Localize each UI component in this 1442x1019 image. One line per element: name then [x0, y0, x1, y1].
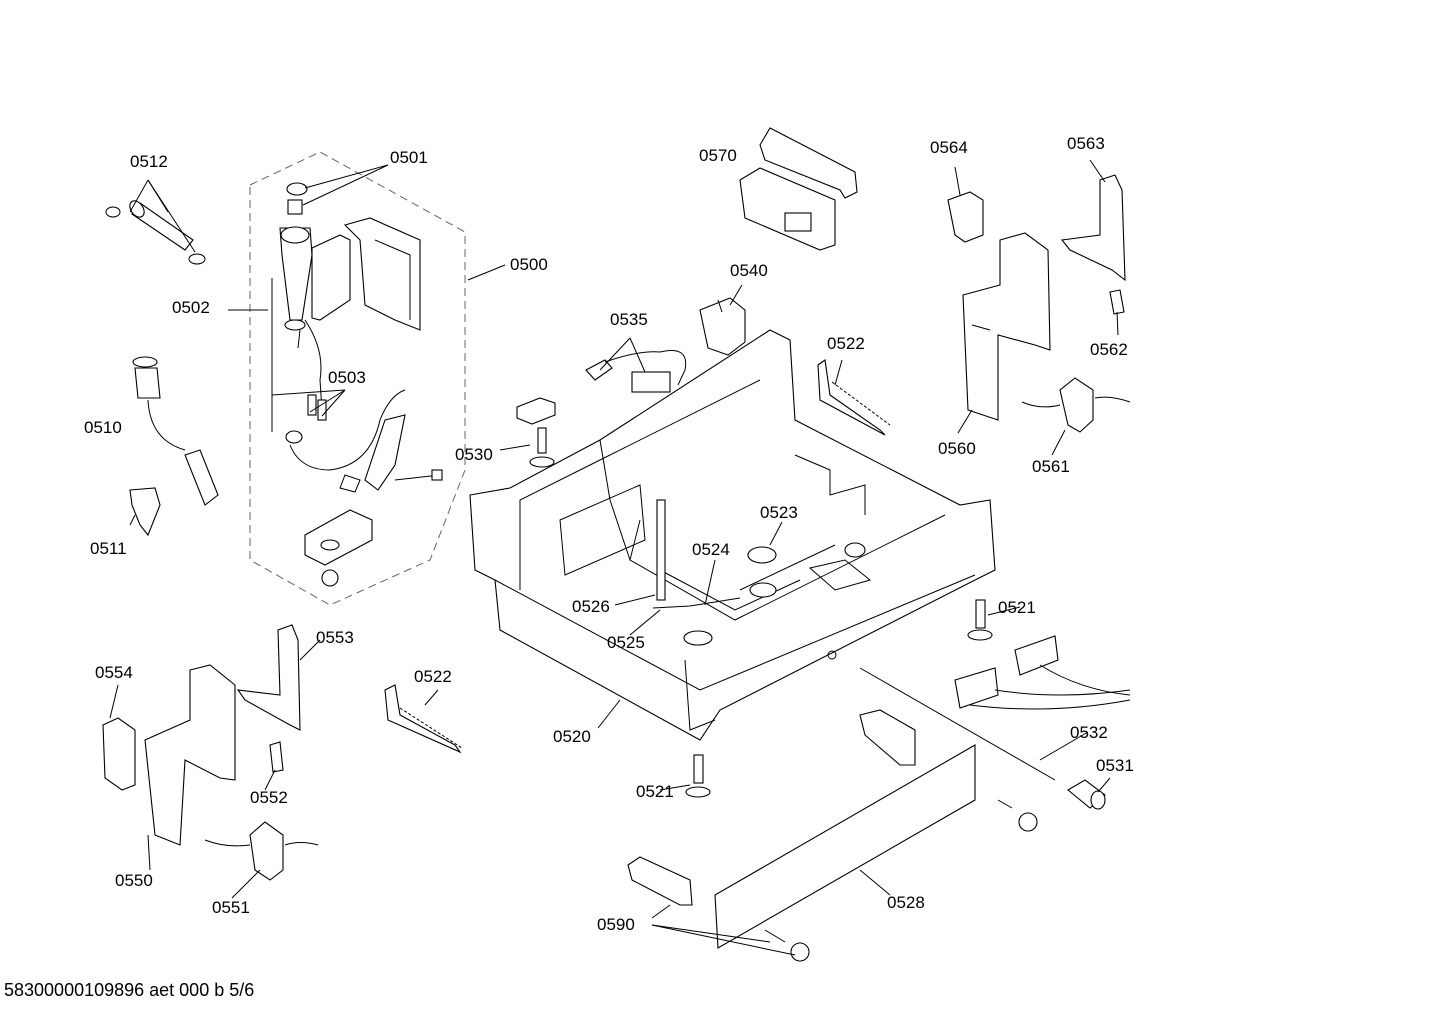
panel-bracket: [859, 709, 916, 766]
callout-0570: 0570: [699, 146, 737, 165]
drain-hose-section: [289, 389, 443, 493]
bracket-0554: [102, 717, 136, 791]
callout-0590: 0590: [597, 915, 635, 934]
bracket-0564: [947, 191, 984, 243]
screw-cap-bottom: [764, 929, 810, 962]
bracket-0563: [1060, 174, 1126, 282]
bracket-0590: [627, 856, 693, 906]
knob-0531: [1067, 779, 1106, 810]
spring-0522-top: [817, 359, 891, 436]
callout-0521-right: 0521: [998, 598, 1036, 617]
callout-0503: 0503: [328, 368, 366, 387]
harness-0535: [585, 350, 687, 393]
clip-0552: [269, 741, 284, 773]
callout-0522-top: 0522: [827, 334, 865, 353]
callout-0554: 0554: [95, 663, 133, 682]
callout-0526: 0526: [572, 597, 610, 616]
callout-0502: 0502: [172, 298, 210, 317]
callout-0540: 0540: [730, 261, 768, 280]
document-footer-code: 58300000109896 aet 000 b 5/6: [4, 980, 255, 1000]
callout-0528: 0528: [887, 893, 925, 912]
callout-0552: 0552: [250, 788, 288, 807]
bracket-0550: [144, 664, 236, 846]
front-panel-0528: [714, 744, 976, 949]
callout-0560: 0560: [938, 439, 976, 458]
callout-0521-bottom: 0521: [636, 782, 674, 801]
callout-0500: 0500: [510, 255, 548, 274]
screw-cap-right: [997, 799, 1038, 832]
callout-0525: 0525: [607, 633, 645, 652]
screw-0521-bottom: [685, 754, 711, 798]
rod-0532: [859, 667, 1056, 781]
callout-0563: 0563: [1067, 134, 1105, 153]
hose-0512: [105, 200, 206, 265]
callout-0520: 0520: [553, 727, 591, 746]
callout-0535: 0535: [610, 310, 648, 329]
clip-0562: [1109, 289, 1125, 315]
callout-0523: 0523: [760, 503, 798, 522]
leader-lines: [109, 159, 1119, 956]
callout-0512: 0512: [130, 152, 168, 171]
control-module-0570: [739, 127, 858, 251]
callout-0524: 0524: [692, 540, 730, 559]
bracket-0553: [236, 624, 301, 731]
callout-0530: 0530: [455, 445, 493, 464]
callout-0561: 0561: [1032, 457, 1070, 476]
callout-0562: 0562: [1090, 340, 1128, 359]
pump-assembly-0502: [279, 182, 421, 444]
switch-0530: [516, 397, 556, 468]
motor-0561: [1021, 377, 1131, 433]
spring-0522-bottom: [384, 684, 463, 754]
callout-0550: 0550: [115, 871, 153, 890]
callout-labels: 0512 0501 0500 0502 0503 0510 0511 0570 …: [84, 134, 1134, 934]
clip-0511: [129, 487, 161, 537]
sensor-0540: [699, 297, 746, 356]
base-tub-0520: [469, 329, 996, 741]
assembly-group-outline: [249, 151, 466, 606]
callout-0532: 0532: [1070, 723, 1108, 742]
callout-0501: 0501: [390, 148, 428, 167]
callout-0564: 0564: [930, 138, 968, 157]
callout-0511: 0511: [90, 539, 127, 558]
hose-0510: [132, 356, 219, 506]
screw-0521-right: [967, 599, 993, 641]
callout-0510: 0510: [84, 418, 122, 437]
callout-0522-bottom: 0522: [414, 667, 452, 686]
callout-0531: 0531: [1096, 756, 1134, 775]
connector-block: [954, 635, 1131, 710]
callout-0551: 0551: [212, 898, 250, 917]
motor-0551: [204, 821, 319, 881]
bracket-0560: [962, 232, 1051, 421]
callout-0553: 0553: [316, 628, 354, 647]
pump-bracket: [304, 509, 373, 587]
